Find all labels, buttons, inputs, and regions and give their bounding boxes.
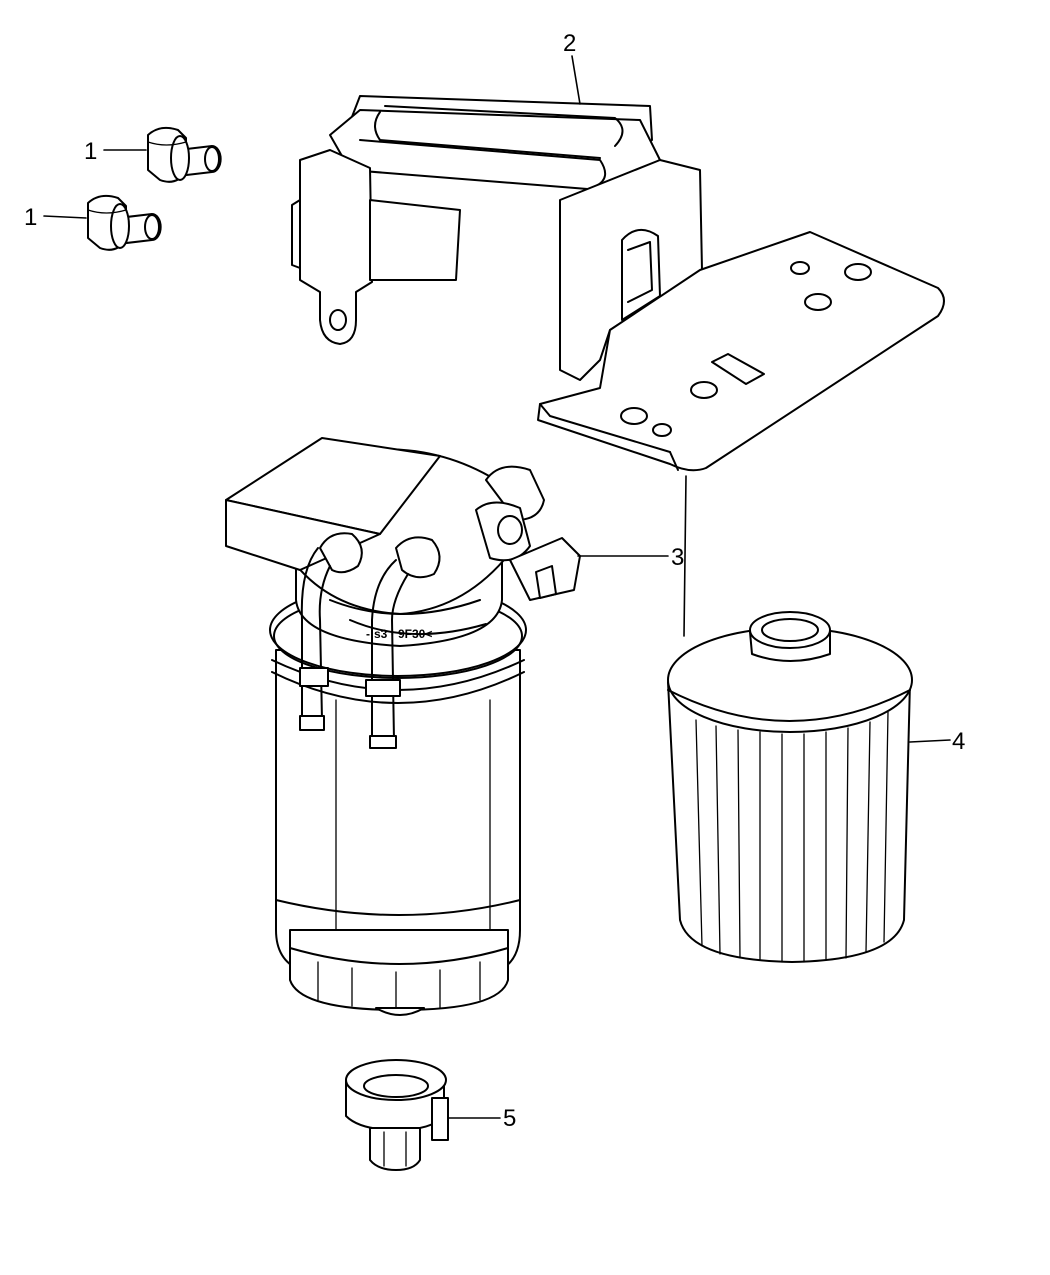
- callout-1-lower: 1: [24, 204, 38, 231]
- leader-4: [909, 739, 951, 743]
- callout-4: 4: [952, 728, 966, 755]
- mounting-bracket[interactable]: [291, 95, 945, 472]
- callout-3: 3: [671, 544, 685, 571]
- leader-3b: [683, 475, 687, 637]
- leader-1b: [43, 215, 87, 219]
- callout-1-upper: 1: [84, 138, 98, 165]
- bolt-upper[interactable]: [147, 126, 222, 183]
- filter-element[interactable]: [667, 611, 913, 963]
- callout-5: 5: [503, 1105, 517, 1132]
- callout-2: 2: [563, 30, 577, 57]
- drain-sensor[interactable]: [345, 1059, 449, 1171]
- bolt-lower[interactable]: [87, 194, 162, 251]
- fuel-filter-housing[interactable]: -:s3 · 9F30<: [225, 437, 581, 1016]
- leader-2: [571, 55, 581, 105]
- housing-stamp: -:s3 · 9F30<: [366, 627, 432, 641]
